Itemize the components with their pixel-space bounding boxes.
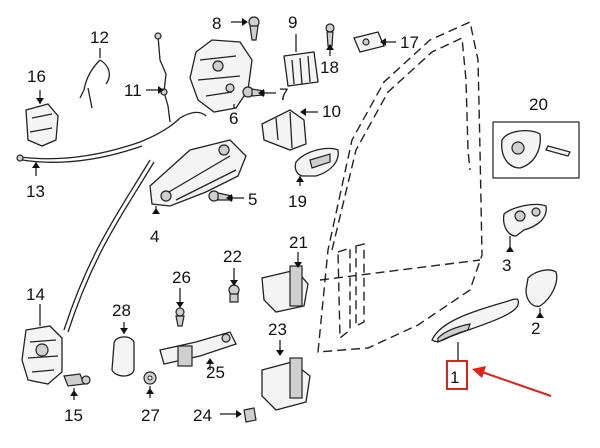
label-part-20: 20 — [529, 95, 548, 114]
part-23-lower-hinge — [261, 340, 311, 411]
part-11-rod — [146, 32, 171, 123]
label-part-10: 10 — [322, 102, 341, 121]
part-28-grommet — [111, 322, 135, 377]
label-part-12: 12 — [90, 28, 109, 47]
label-part-4: 4 — [150, 227, 159, 246]
part-10-bracket — [261, 108, 318, 151]
label-part-8: 8 — [212, 14, 221, 33]
part-19-interior-handle — [294, 147, 339, 186]
part-26-bolt — [175, 288, 185, 327]
label-part-15: 15 — [64, 406, 83, 425]
part-17-striker — [353, 31, 396, 53]
label-part-21: 21 — [289, 233, 308, 252]
part-20-lock-cylinder-kit — [492, 121, 580, 179]
part-27-nut — [143, 371, 157, 398]
label-part-14: 14 — [26, 285, 45, 304]
label-part-17: 17 — [400, 33, 419, 52]
part-5-bolt — [208, 190, 244, 202]
part-16-actuator — [25, 90, 59, 147]
part-1-exterior-handle — [431, 298, 520, 360]
label-part-2: 2 — [531, 319, 540, 338]
label-part-7: 7 — [279, 85, 288, 104]
part-24-bolt — [220, 407, 257, 423]
label-part-5: 5 — [248, 190, 257, 209]
part-4-handle-bracket — [149, 139, 247, 214]
highlight-arrow — [472, 366, 552, 397]
part-12-cable — [79, 48, 111, 109]
part-14-latch — [21, 304, 63, 385]
label-part-9: 9 — [288, 13, 297, 32]
label-part-24: 24 — [193, 406, 212, 425]
part-9-bracket — [283, 34, 319, 87]
label-part-18: 18 — [320, 58, 339, 77]
part-1-highlight-box — [446, 360, 468, 390]
label-part-3: 3 — [502, 256, 511, 275]
label-part-28: 28 — [112, 301, 131, 320]
label-part-19: 19 — [288, 192, 307, 211]
label-part-16: 16 — [27, 67, 46, 86]
part-21-upper-hinge — [261, 252, 309, 313]
part-8-screw — [231, 16, 260, 41]
door-outline — [317, 21, 483, 353]
label-part-23: 23 — [268, 320, 287, 339]
part-6-latch-module — [189, 39, 253, 113]
part-3-handle-carrier — [502, 203, 547, 252]
label-part-11: 11 — [124, 81, 142, 100]
part-22-bolt — [228, 268, 240, 303]
part-25-door-check — [159, 331, 237, 370]
label-part-1: 1 — [450, 368, 459, 387]
label-part-13: 13 — [26, 182, 45, 201]
label-part-25: 25 — [206, 363, 225, 382]
label-part-26: 26 — [172, 268, 191, 287]
label-part-22: 22 — [223, 247, 242, 266]
part-18-bolt — [325, 23, 335, 56]
interior-release-cable — [179, 111, 207, 119]
part-15-bolt — [63, 373, 91, 400]
part-13-lock-cable — [16, 117, 181, 176]
label-part-6: 6 — [229, 109, 238, 128]
label-part-27: 27 — [141, 406, 160, 425]
part-7-screw — [242, 86, 276, 98]
part-2-handle-cap — [525, 269, 558, 318]
release-cable — [63, 159, 155, 333]
